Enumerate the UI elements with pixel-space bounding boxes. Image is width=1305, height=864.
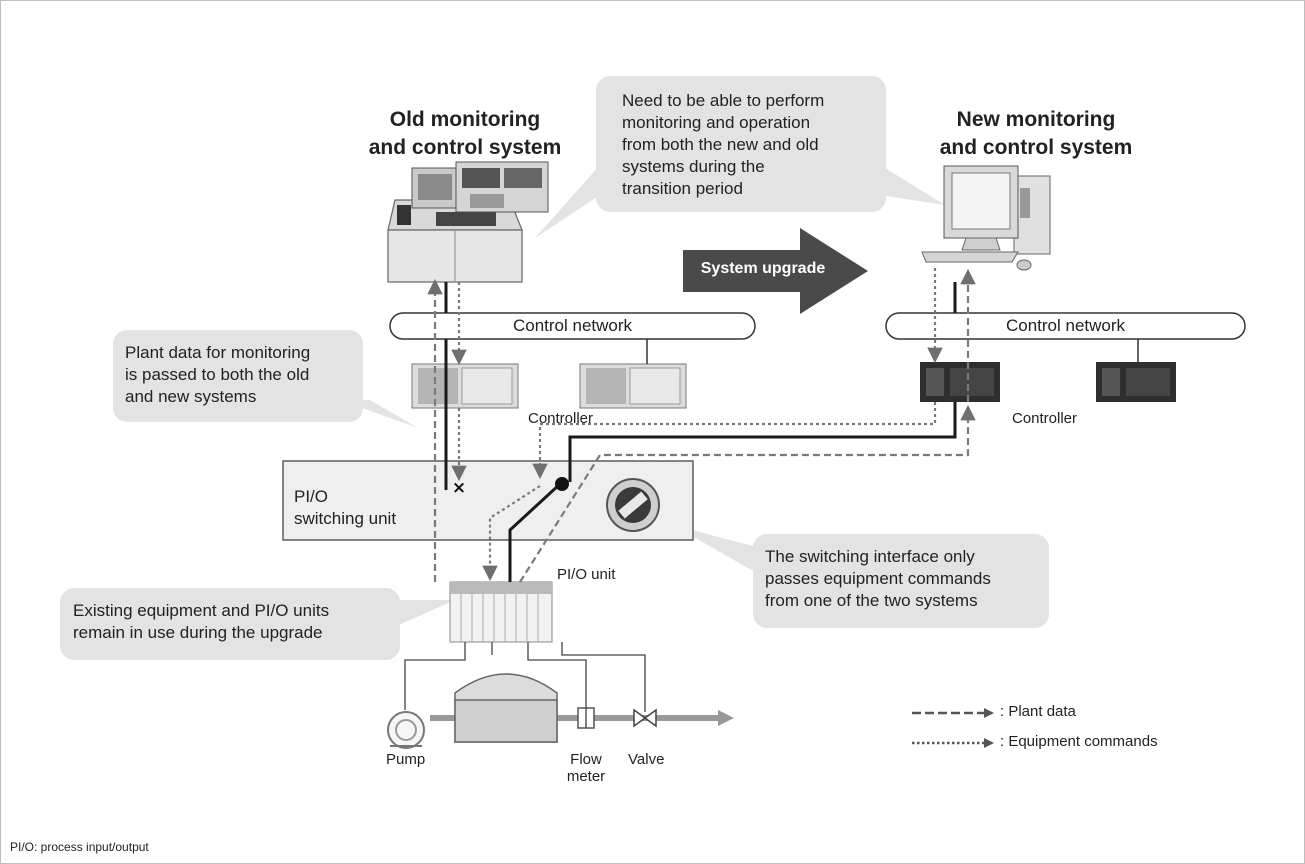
control-network-old-bar: [389, 312, 756, 340]
switching-unit-line1: PI/O: [294, 487, 329, 506]
field-wiring: [404, 642, 646, 712]
callout-switching-line3: from one of the two systems: [765, 591, 978, 610]
flow-meter-icon: [577, 707, 595, 729]
switching-unit-line2: switching unit: [294, 509, 397, 528]
callout-transition-line1: Need to be able to perform: [622, 91, 825, 110]
switch-contact-point: [555, 477, 569, 491]
new-system-title: New monitoring and control system: [916, 106, 1156, 162]
new-controller-icon: [920, 362, 1000, 402]
old-system-title: Old monitoring and control system: [345, 106, 585, 162]
callout-transition-line5: transition period: [622, 179, 743, 198]
callout-plant-data-line1: Plant data for monitoring: [125, 343, 311, 362]
pio-unit-icon: [449, 581, 553, 643]
callout-existing-line2: remain in use during the upgrade: [73, 623, 323, 642]
callout-switching-line2: passes equipment commands: [765, 569, 991, 588]
callout-switching-text: The switching interface only passes equi…: [765, 546, 991, 612]
callout-existing-bubble: [60, 588, 455, 660]
selector-switch-icon: [606, 478, 660, 532]
system-upgrade-label: System upgrade: [700, 260, 826, 277]
valve-label: Valve: [628, 751, 665, 768]
equipment-command-lines: [451, 268, 943, 582]
new-system-title-line1: New monitoring: [956, 108, 1116, 131]
switching-unit-label: PI/O switching unit: [294, 486, 396, 530]
callout-transition-bubble: [535, 76, 945, 238]
callout-plant-data-line3: and new systems: [125, 387, 257, 406]
flow-meter-label: Flow meter: [562, 751, 610, 785]
plant-data-lines: [427, 268, 976, 583]
control-network-new-bar: [885, 312, 1246, 340]
legend-plant-data-line: [912, 708, 994, 718]
flow-meter-label-line2: meter: [566, 768, 606, 785]
legend-plant-data-label: : Plant data: [1000, 703, 1076, 720]
flow-meter-label-line1: Flow: [570, 751, 602, 768]
blocked-x-mark: ×: [452, 478, 466, 498]
control-network-new-label: Control network: [1005, 316, 1126, 335]
legend-equipment-commands-label: : Equipment commands: [1000, 733, 1158, 750]
old-controller-2-icon: [579, 363, 687, 409]
callout-existing-text: Existing equipment and PI/O units remain…: [73, 600, 329, 644]
controller-old-label: Controller: [528, 410, 594, 427]
controller-new-label: Controller: [1012, 410, 1078, 427]
callout-plant-data-text: Plant data for monitoring is passed to b…: [125, 342, 310, 408]
callout-plant-data-bubble: [113, 330, 418, 428]
callout-plant-data-line2: is passed to both the old: [125, 365, 310, 384]
callout-existing-line1: Existing equipment and PI/O units: [73, 601, 330, 620]
new-pc-icon: [921, 165, 1051, 271]
old-console-icon: [387, 161, 549, 283]
callout-transition-line2: monitoring and operation: [622, 113, 811, 132]
callout-switching-bubble: [673, 525, 1049, 628]
valve-icon: [633, 708, 657, 728]
callout-transition-text: Need to be able to perform monitoring an…: [622, 90, 824, 200]
pump-label: Pump: [386, 751, 426, 768]
callout-transition-line4: systems during the: [622, 157, 765, 176]
callout-transition-line3: from both the new and old: [622, 135, 819, 154]
footnote: PI/O: process input/output: [10, 840, 149, 854]
old-controller-icon: [411, 363, 519, 409]
legend-equipment-commands-line: [912, 738, 994, 748]
old-system-title-line2: and control system: [368, 136, 562, 159]
new-system-title-line2: and control system: [939, 136, 1133, 159]
pio-unit-label: PI/O unit: [557, 566, 616, 583]
system-upgrade-arrow: [683, 228, 868, 314]
new-controller-2-icon: [1096, 362, 1176, 402]
solid-connections: [444, 282, 957, 582]
callout-switching-line1: The switching interface only: [765, 547, 975, 566]
pump-icon: [387, 711, 425, 749]
old-system-title-line1: Old monitoring: [389, 108, 541, 131]
tank-icon: [454, 673, 558, 743]
control-network-old-label: Control network: [512, 316, 633, 335]
